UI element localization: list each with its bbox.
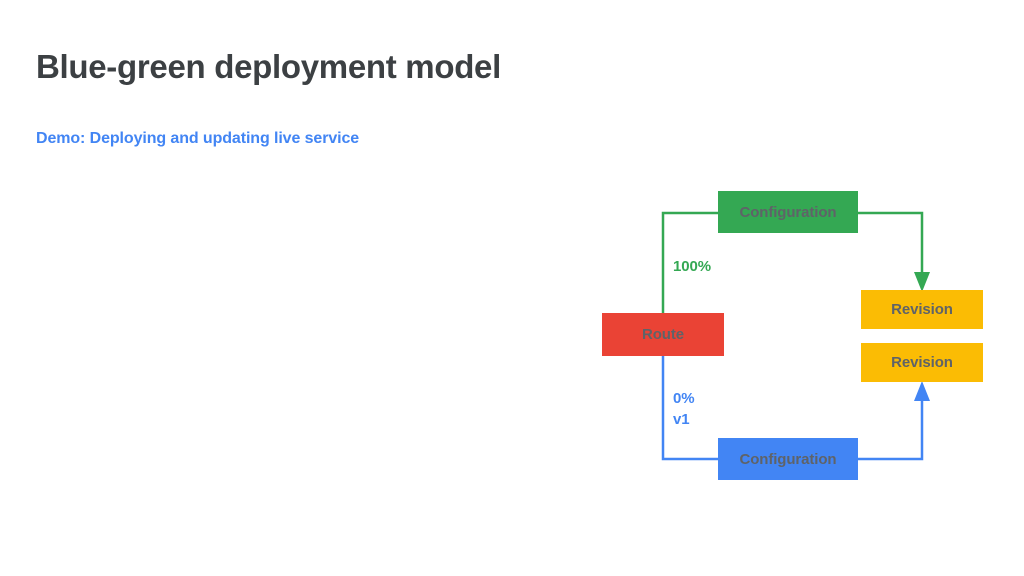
- edge-config-blue-to-revision-2: [858, 390, 924, 461]
- node-revision-2[interactable]: Revision: [861, 343, 983, 382]
- edge-label-green-traffic: 100%: [673, 258, 711, 275]
- edge-label-blue-traffic: 0% v1: [673, 388, 695, 430]
- node-revision-1[interactable]: Revision: [861, 290, 983, 329]
- node-route[interactable]: Route: [602, 313, 724, 356]
- edge-label-blue-traffic-percent: 0%: [673, 390, 695, 407]
- edge-config-green-to-revision-1: [858, 211, 924, 282]
- page-title: Blue-green deployment model: [36, 48, 501, 85]
- arrowhead-down-green-icon: [914, 272, 930, 292]
- node-configuration-blue[interactable]: Configuration: [718, 438, 858, 480]
- arrowhead-up-blue-icon: [914, 381, 930, 401]
- page-subtitle: Demo: Deploying and updating live servic…: [36, 130, 360, 147]
- edge-label-blue-traffic-version: v1: [673, 411, 690, 428]
- node-configuration-green[interactable]: Configuration: [718, 191, 858, 233]
